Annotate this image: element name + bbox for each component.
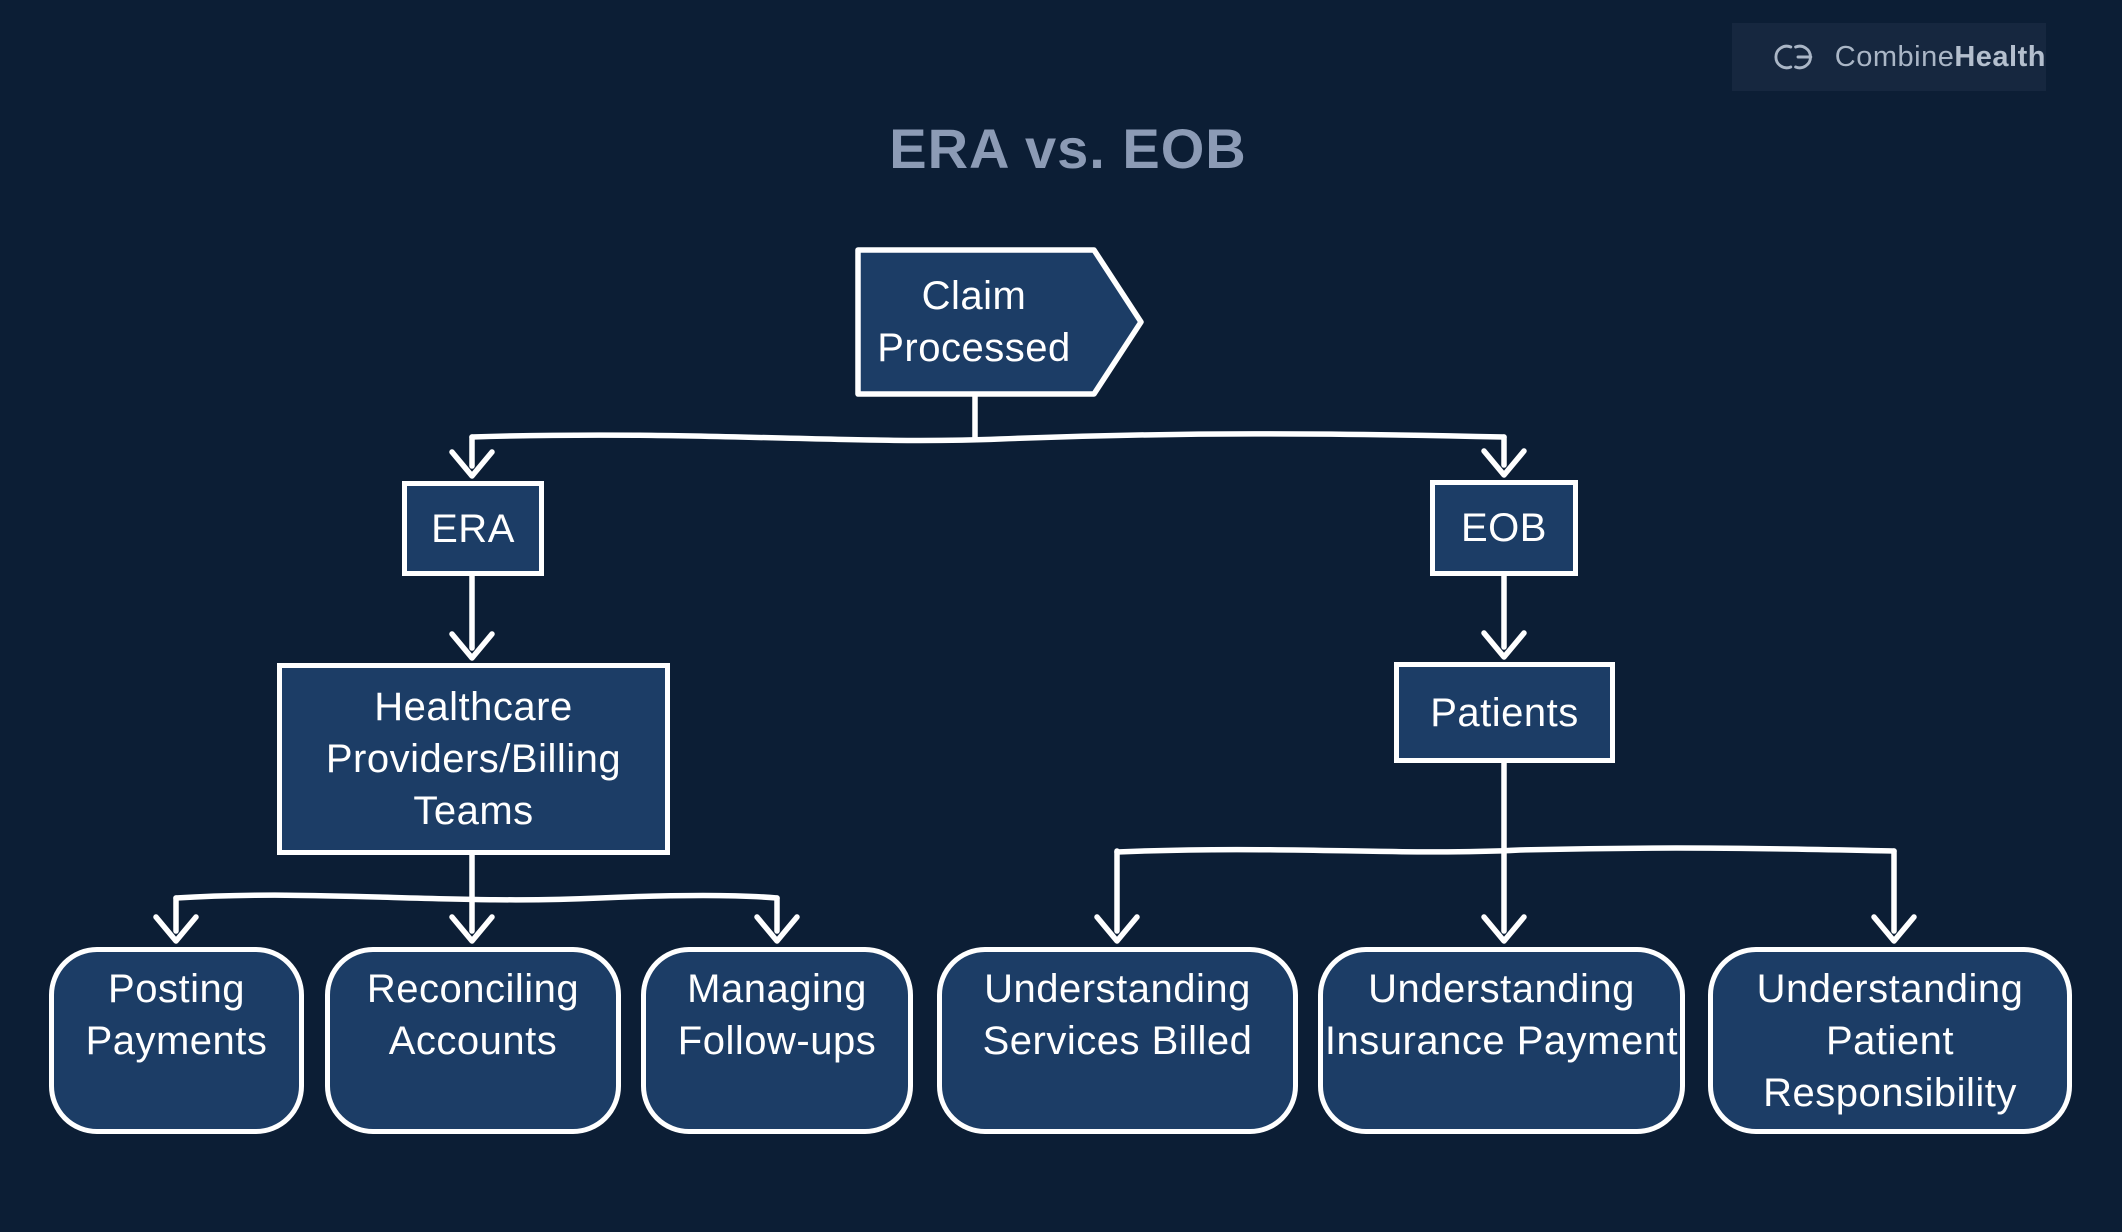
arrowhead-responsibility bbox=[1871, 914, 1917, 944]
leaf-posting-payments: Posting Payments bbox=[49, 947, 304, 1134]
combinehealth-ch-icon bbox=[1774, 44, 1813, 70]
leaf-understanding-services-billed: Understanding Services Billed bbox=[937, 947, 1298, 1134]
arrowhead-services bbox=[1094, 914, 1140, 944]
leaf-understanding-insurance-payment-label: Understanding Insurance Payment bbox=[1324, 967, 1679, 1063]
brand-name-regular: Combine bbox=[1834, 40, 1955, 73]
node-claim-processed-label: Claim Processed bbox=[877, 274, 1071, 370]
arrowhead-posting bbox=[153, 914, 199, 944]
brand-name-bold: Health bbox=[1954, 40, 2046, 73]
leaf-managing-follow-ups: Managing Follow-ups bbox=[641, 947, 913, 1134]
leaf-understanding-patient-responsibility: Understanding Patient Responsibility bbox=[1708, 947, 2072, 1134]
brand-logo: CombineHealth bbox=[1732, 23, 2046, 91]
node-era: ERA bbox=[402, 481, 544, 576]
leaf-understanding-services-billed-label: Understanding Services Billed bbox=[982, 967, 1253, 1063]
leaf-posting-payments-label: Posting Payments bbox=[85, 967, 268, 1063]
edge-left-branch bbox=[173, 892, 780, 903]
arrowhead-era bbox=[449, 449, 495, 479]
arrowhead-reconciling bbox=[449, 914, 495, 944]
brand-name: CombineHealth bbox=[1835, 41, 2046, 74]
page-title: ERA vs. EOB bbox=[889, 117, 1247, 180]
edge-top-branch bbox=[469, 431, 1507, 444]
arrowhead-managing bbox=[754, 914, 800, 944]
leaf-reconciling-accounts: Reconciling Accounts bbox=[325, 947, 621, 1134]
arrowhead-healthcare bbox=[449, 631, 495, 661]
pentagon-shape bbox=[855, 247, 1144, 397]
arrowhead-insurance bbox=[1481, 914, 1527, 944]
edge-right-branch bbox=[1114, 845, 1897, 855]
arrowhead-eob bbox=[1481, 448, 1527, 478]
node-eob: EOB bbox=[1430, 480, 1578, 576]
node-patients: Patients bbox=[1394, 662, 1615, 763]
node-claim-processed: Claim Processed bbox=[855, 247, 1145, 397]
leaf-understanding-patient-responsibility-label: Understanding Patient Responsibility bbox=[1756, 967, 2024, 1115]
leaf-managing-follow-ups-label: Managing Follow-ups bbox=[677, 967, 877, 1063]
arrowhead-patients bbox=[1481, 630, 1527, 660]
node-healthcare-providers-billing-teams: Healthcare Providers/Billing Teams bbox=[277, 663, 670, 855]
leaf-understanding-insurance-payment: Understanding Insurance Payment bbox=[1318, 947, 1685, 1134]
leaf-reconciling-accounts-label: Reconciling Accounts bbox=[366, 967, 580, 1063]
